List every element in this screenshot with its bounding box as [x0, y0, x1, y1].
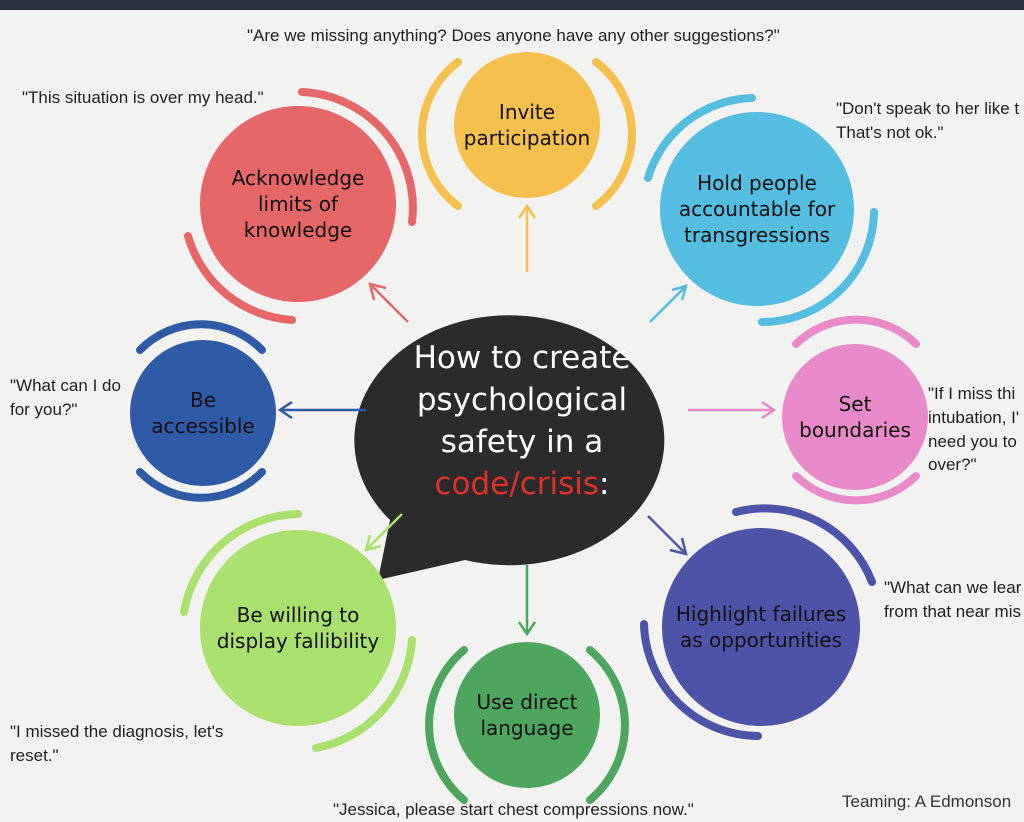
node-set-boundaries: Set boundaries — [782, 344, 928, 490]
arc-accountable-right — [758, 208, 878, 326]
arrow-accessible — [277, 400, 366, 420]
node-highlight-failures: Highlight failures as opportunities — [662, 528, 860, 726]
quote-be-accessible: "What can I do for you?" — [10, 376, 121, 419]
arc-accessible-top — [136, 320, 266, 354]
arc-invite-left — [418, 58, 462, 210]
arc-acknowledge-bottom — [184, 232, 296, 324]
quote-willing-fallibility: "I missed the diagnosis, let's reset." — [10, 722, 224, 765]
arc-fallibility-bottom — [312, 636, 416, 752]
center-line-3: safety in a — [440, 423, 604, 460]
arc-accountable-top — [644, 94, 756, 182]
center-highlight: code/crisis — [434, 465, 600, 502]
center-title: How to create psychological safety in a … — [372, 338, 672, 505]
arc-boundaries-top — [792, 315, 920, 348]
arc-failures-top — [732, 504, 876, 586]
arrow-fallibility — [364, 513, 403, 552]
arc-boundaries-bottom — [792, 472, 920, 505]
arrow-acknowledge — [368, 282, 409, 323]
arrow-accountable — [649, 284, 688, 323]
arc-direct-right — [586, 646, 629, 804]
quote-use-direct-language: "Jessica, please start chest compression… — [333, 800, 694, 819]
arc-fallibility-top — [180, 510, 302, 616]
center-speech-bubble — [354, 315, 665, 580]
node-invite-participation: Invite participation — [454, 52, 600, 198]
arc-invite-right — [592, 58, 636, 210]
top-bar — [0, 0, 1024, 10]
arc-failures-bottom — [640, 620, 762, 740]
arc-accessible-bottom — [136, 468, 266, 502]
center-line-1: How to create — [413, 340, 631, 376]
arrow-boundaries — [688, 400, 777, 420]
node-be-accessible: Be accessible — [130, 340, 276, 486]
arc-acknowledge-top — [298, 88, 417, 226]
arrow-invite — [517, 203, 537, 272]
node-acknowledge-limits: Acknowledge limits of knowledge — [200, 106, 396, 302]
arrow-direct — [517, 565, 537, 637]
arc-direct-left — [425, 646, 468, 804]
node-hold-accountable: Hold people accountable for transgressio… — [660, 112, 854, 306]
arrow-failures — [647, 515, 688, 556]
center-colon: : — [599, 465, 610, 502]
quote-set-boundaries: "If I miss thi intubation, I' need you t… — [928, 384, 1020, 475]
quote-invite-participation: "Are we missing anything? Does anyone ha… — [247, 26, 780, 45]
quote-highlight-failures: "What can we lear from that near mis — [884, 578, 1022, 621]
quote-acknowledge-limits: "This situation is over my head." — [22, 88, 264, 107]
quote-hold-accountable: "Don't speak to her like t That's not ok… — [836, 99, 1020, 142]
center-line-2: psychological — [416, 381, 628, 418]
node-use-direct-language: Use direct language — [454, 642, 600, 788]
credit-text: Teaming: A Edmonson — [842, 792, 1012, 811]
node-willing-fallibility: Be willing to display fallibility — [200, 530, 396, 726]
